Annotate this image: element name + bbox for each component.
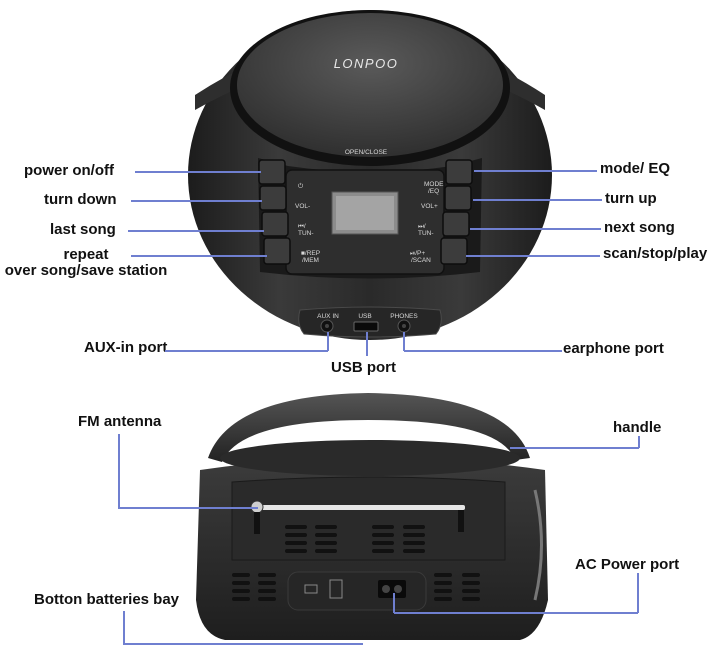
leader-line	[470, 228, 601, 230]
callout-scan: scan/stop/play	[603, 245, 708, 262]
callout-usb: USB port	[331, 359, 396, 376]
callout-repeat: repeat	[63, 246, 109, 263]
leader-line	[327, 332, 329, 351]
svg-text:VOL-: VOL-	[295, 203, 310, 210]
leader-line	[118, 434, 120, 508]
leader-line	[510, 447, 639, 449]
leader-line	[638, 436, 640, 448]
leader-line	[135, 171, 261, 173]
leader-line	[404, 350, 562, 352]
svg-text:/SCAN: /SCAN	[411, 257, 431, 264]
leader-line	[403, 332, 405, 351]
leader-line	[394, 612, 638, 614]
callout-power: power on/off	[24, 162, 114, 179]
callout-previous: last song	[50, 221, 116, 238]
svg-text:■/REP: ■/REP	[301, 250, 320, 257]
leader-line	[466, 255, 600, 257]
callout-earphone: earphone port	[563, 340, 664, 357]
callout-aux-in: AUX-in port	[84, 339, 168, 356]
callout-next: next song	[604, 219, 675, 236]
svg-text:⏮/: ⏮/	[298, 223, 306, 230]
leader-line	[123, 611, 125, 644]
leader-line	[637, 573, 639, 613]
leader-line	[131, 200, 262, 202]
leader-line	[131, 255, 267, 257]
leader-line	[128, 230, 264, 232]
callout-volume-up: turn up	[605, 190, 657, 207]
leader-line	[473, 199, 602, 201]
callout-volume-down: turn down	[44, 191, 117, 208]
svg-text:PHONES: PHONES	[390, 313, 418, 320]
svg-text:⏭/: ⏭/	[418, 223, 426, 230]
callout-mode: mode/ EQ	[600, 160, 671, 177]
svg-text:⏻: ⏻	[298, 183, 303, 190]
svg-text:VOL+: VOL+	[421, 203, 438, 210]
back-view-device	[196, 393, 548, 640]
callout-repeat-line2: over song/save station	[4, 262, 168, 279]
leader-line	[366, 332, 368, 356]
leader-line	[123, 643, 363, 645]
callout-handle: handle	[613, 419, 662, 436]
callout-fm-antenna: FM antenna	[78, 413, 162, 430]
callout-battery-bay: Botton batteries bay	[34, 591, 180, 608]
leader-line	[165, 350, 328, 352]
svg-text:USB: USB	[358, 313, 371, 320]
svg-text:MODE: MODE	[424, 181, 444, 188]
open-close-label: OPEN/CLOSE	[345, 149, 388, 156]
leader-line	[118, 507, 258, 509]
svg-text:AUX IN: AUX IN	[317, 313, 339, 320]
svg-text:TUN-: TUN-	[418, 230, 434, 237]
svg-text:/MEM: /MEM	[302, 257, 319, 264]
top-view-device: LONPOO OPEN/CLOSE ⏻ VOL- ⏮/	[188, 10, 552, 340]
brand-logo: LONPOO	[334, 56, 399, 71]
svg-text:TUN-: TUN-	[298, 230, 314, 237]
leader-line	[474, 170, 597, 172]
leader-line	[393, 593, 395, 613]
svg-text:⏯/P+: ⏯/P+	[410, 250, 425, 257]
callout-ac-power: AC Power port	[575, 556, 680, 573]
svg-text:/EQ: /EQ	[428, 188, 439, 195]
